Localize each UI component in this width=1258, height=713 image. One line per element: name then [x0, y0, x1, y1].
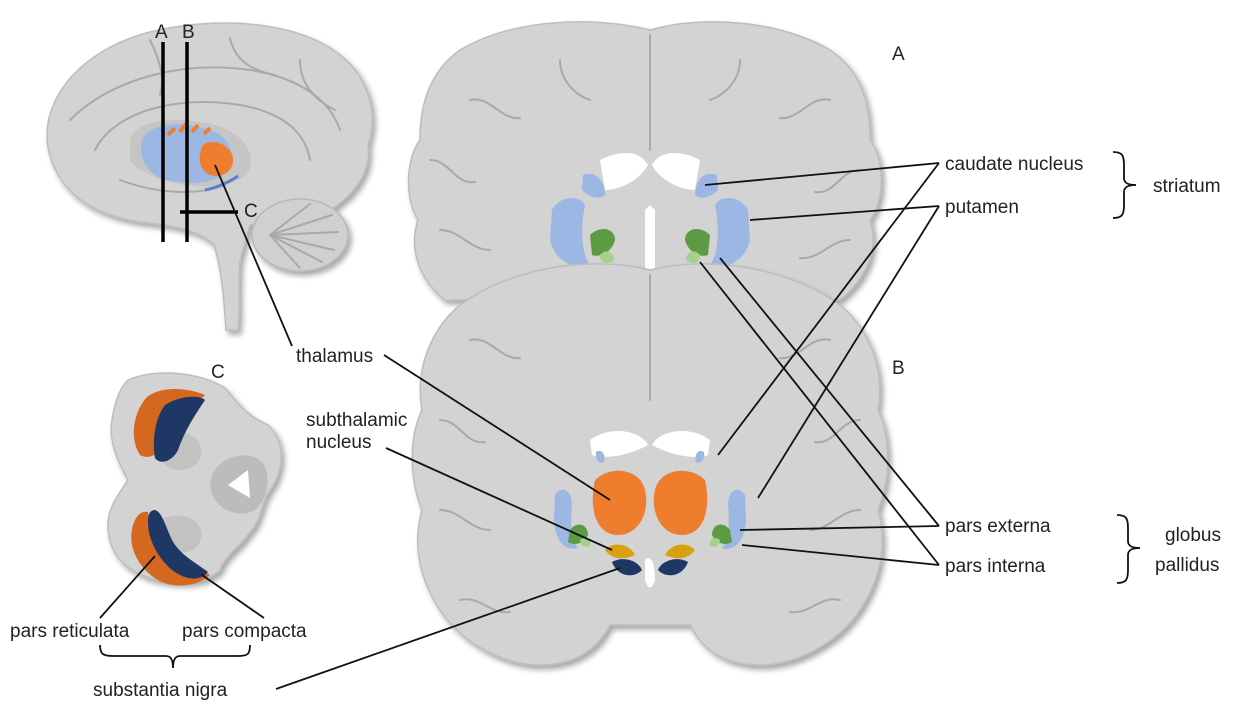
- caudate-nucleus-label: caudate nucleus: [945, 154, 1083, 175]
- cerebellum: [252, 199, 348, 271]
- substantia-nigra-brace: [100, 645, 250, 668]
- section-c-marker: C: [244, 201, 258, 222]
- striatum-brace: [1113, 152, 1136, 218]
- pars-reticulata-label: pars reticulata: [10, 621, 130, 642]
- section-b-label: B: [892, 358, 905, 379]
- section-a-label: A: [892, 44, 905, 65]
- section-a-marker: A: [155, 22, 168, 43]
- section-c-label: C: [211, 362, 225, 383]
- section-b-marker: B: [182, 22, 195, 43]
- putamen-label: putamen: [945, 197, 1019, 218]
- leader-pars-compacta: [202, 575, 264, 618]
- globus-pallidus-label-line1: globus: [1165, 525, 1221, 546]
- pars-externa-label: pars externa: [945, 516, 1051, 537]
- section-a-septum: [645, 205, 655, 275]
- globus-pallidus-label-line2: pallidus: [1155, 555, 1219, 576]
- subthalamic-label-line2: nucleus: [306, 432, 372, 453]
- thalamus-label: thalamus: [296, 346, 373, 367]
- striatum-label: striatum: [1153, 176, 1221, 197]
- pars-interna-label: pars interna: [945, 556, 1046, 577]
- pars-compacta-label: pars compacta: [182, 621, 307, 642]
- substantia-nigra-label: substantia nigra: [93, 680, 228, 701]
- sagittal-brain: [47, 23, 372, 330]
- globus-pallidus-brace: [1117, 515, 1140, 583]
- subthalamic-label-line1: subthalamic: [306, 410, 407, 431]
